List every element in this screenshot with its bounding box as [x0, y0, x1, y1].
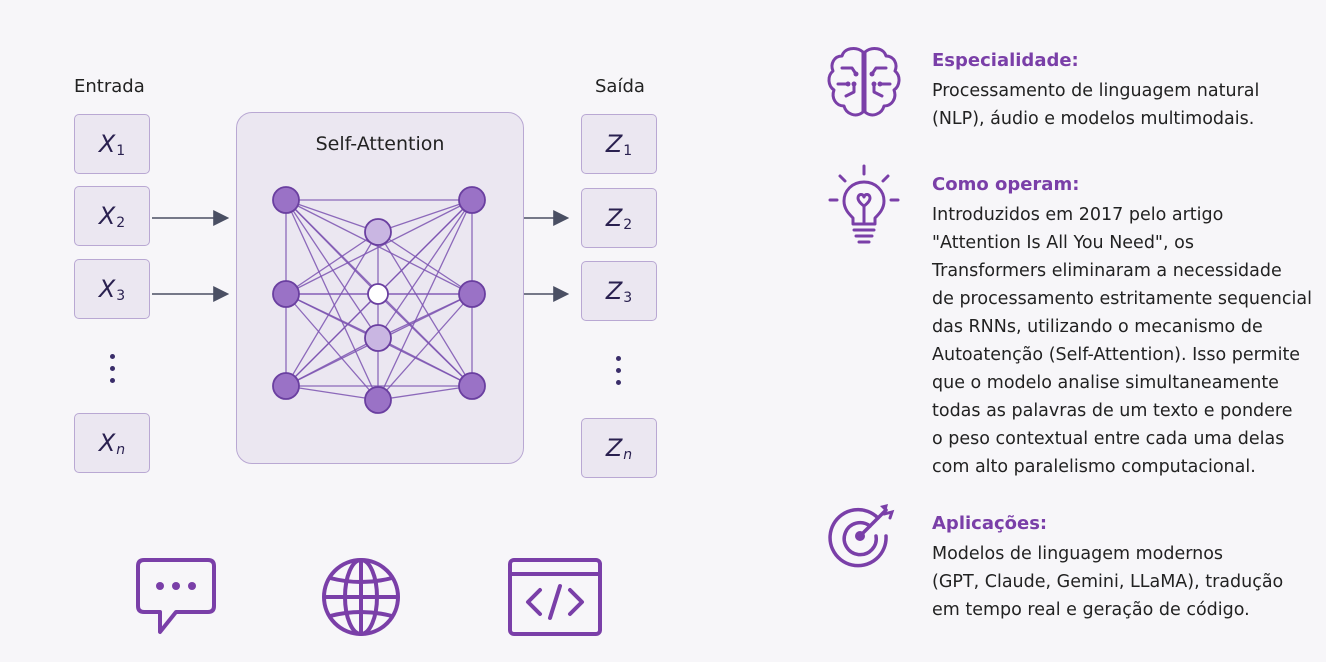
- input-token-1-sub: 1: [116, 143, 126, 159]
- info-line: que o modelo analise simultaneamente: [932, 373, 1279, 393]
- network-edge: [285, 199, 379, 233]
- info-line: todas as palavras de um texto e pondere: [932, 401, 1293, 421]
- globe-icon: [322, 558, 400, 636]
- info-line: de processamento estritamente sequencial: [932, 289, 1312, 309]
- network-node-6: [458, 372, 486, 400]
- info-especialidade-title: Especialidade:: [932, 50, 1079, 71]
- info-line: Modelos de linguagem modernos: [932, 544, 1224, 564]
- network-edge: [377, 199, 473, 401]
- network-edge: [377, 199, 473, 339]
- chat-bubble-icon: [136, 558, 216, 634]
- info-line: (GPT, Claude, Gemini, LLaMA), tradução: [932, 572, 1284, 592]
- info-line: (NLP), áudio e modelos multimodais.: [932, 109, 1255, 129]
- info-aplicacoes: Aplicações: Modelos de linguagem moderno…: [932, 513, 1322, 624]
- input-label: Entrada: [74, 76, 145, 97]
- info-line: "Attention Is All You Need", os: [932, 233, 1194, 253]
- network-node-1: [272, 186, 300, 214]
- network-edge: [285, 293, 379, 387]
- network-node-7: [364, 218, 392, 246]
- info-especialidade-text: Processamento de linguagem natural (NLP)…: [932, 77, 1322, 133]
- network-edge: [377, 231, 473, 387]
- network-edge: [285, 231, 379, 295]
- network-edge: [377, 199, 473, 295]
- network-edge: [285, 385, 379, 401]
- info-como-operam-title: Como operam:: [932, 174, 1080, 195]
- info-como-operam-text: Introduzidos em 2017 pelo artigo "Attent…: [932, 201, 1322, 481]
- info-especialidade: Especialidade: Processamento de linguage…: [932, 50, 1322, 133]
- network-node-5: [458, 280, 486, 308]
- info-line: em tempo real e geração de código.: [932, 600, 1250, 620]
- input-token-n-sub: n: [116, 442, 126, 458]
- network-edge: [377, 385, 473, 401]
- network-edges: [285, 199, 473, 401]
- output-token-2-var: Z: [605, 204, 623, 232]
- network-node-2: [272, 280, 300, 308]
- input-token-2-var: X: [98, 202, 116, 230]
- input-token-n-var: X: [98, 429, 116, 457]
- info-line: com alto paralelismo computacional.: [932, 457, 1256, 477]
- code-icon: [508, 558, 602, 636]
- info-line: o peso contextual entre cada uma delas: [932, 429, 1285, 449]
- network-node-8: [367, 283, 389, 305]
- info-como-operam: Como operam: Introduzidos em 2017 pelo a…: [932, 174, 1322, 481]
- output-token-1-var: Z: [605, 130, 623, 158]
- output-label: Saída: [595, 76, 645, 97]
- info-line: das RNNs, utilizando o mecanismo de: [932, 317, 1263, 337]
- info-line: Transformers eliminaram a necessidade: [932, 261, 1282, 281]
- input-token-3-var: X: [98, 275, 116, 303]
- info-line: Autoatenção (Self-Attention). Isso permi…: [932, 345, 1301, 365]
- output-token-2-sub: 2: [623, 217, 633, 233]
- self-attention-title: Self-Attention: [315, 133, 445, 155]
- network-node-4: [458, 186, 486, 214]
- network-edge: [377, 293, 473, 387]
- info-aplicacoes-title: Aplicações:: [932, 513, 1048, 534]
- network-edge: [377, 199, 473, 233]
- network-edge: [285, 199, 379, 295]
- output-token-3-sub: 3: [623, 290, 633, 306]
- output-ellipsis-icon: [616, 356, 622, 392]
- network-edge: [285, 337, 379, 387]
- network-edge: [285, 199, 473, 295]
- info-line: Introduzidos em 2017 pelo artigo: [932, 205, 1224, 225]
- output-token-n-sub: n: [623, 447, 633, 463]
- lightbulb-icon: [828, 164, 900, 244]
- network-edge: [285, 293, 379, 401]
- input-token-3-sub: 3: [116, 288, 126, 304]
- network-nodes: [272, 186, 486, 414]
- info-line: Processamento de linguagem natural: [932, 81, 1260, 101]
- input-token-2-sub: 2: [116, 215, 126, 231]
- network-edge: [285, 231, 379, 387]
- network-node-3: [272, 372, 300, 400]
- brain-icon: [827, 47, 901, 117]
- network-edge: [377, 293, 473, 339]
- network-node-10: [364, 386, 392, 414]
- network-edge: [285, 199, 379, 339]
- network-edge: [377, 231, 473, 295]
- output-token-n-var: Z: [605, 434, 623, 462]
- info-aplicacoes-text: Modelos de linguagem modernos (GPT, Clau…: [932, 540, 1322, 624]
- input-token-1-var: X: [98, 130, 116, 158]
- target-icon: [828, 504, 895, 568]
- output-token-3-var: Z: [605, 277, 623, 305]
- network-edge: [285, 199, 379, 401]
- network-edge: [377, 293, 473, 401]
- input-ellipsis-icon: [110, 354, 116, 390]
- network-node-9: [364, 324, 392, 352]
- network-edge: [377, 337, 473, 387]
- output-token-1-sub: 1: [623, 143, 633, 159]
- network-edge: [285, 293, 379, 339]
